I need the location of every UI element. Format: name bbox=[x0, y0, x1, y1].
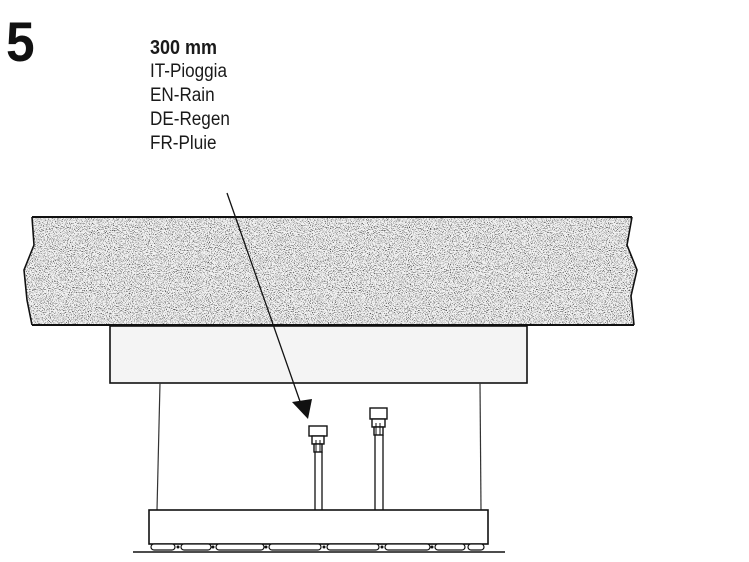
shower-body bbox=[156, 382, 482, 511]
label-english: EN-Rain bbox=[150, 85, 215, 106]
ceiling-slab bbox=[23, 216, 638, 326]
callout-labels: 300 mm IT-Pioggia EN-Rain DE-Regen FR-Pl… bbox=[150, 36, 239, 156]
label-italian: IT-Pioggia bbox=[150, 61, 227, 82]
shower-head-plate bbox=[133, 509, 505, 553]
rain-connector bbox=[308, 425, 328, 510]
label-german: DE-Regen bbox=[150, 109, 230, 130]
second-connector bbox=[369, 407, 388, 510]
leader-arrow bbox=[226, 192, 312, 419]
measurement-label: 300 mm bbox=[150, 37, 218, 59]
step-number: 5 bbox=[6, 10, 35, 73]
mounting-collar bbox=[109, 325, 528, 384]
label-french: FR-Pluie bbox=[150, 133, 217, 154]
